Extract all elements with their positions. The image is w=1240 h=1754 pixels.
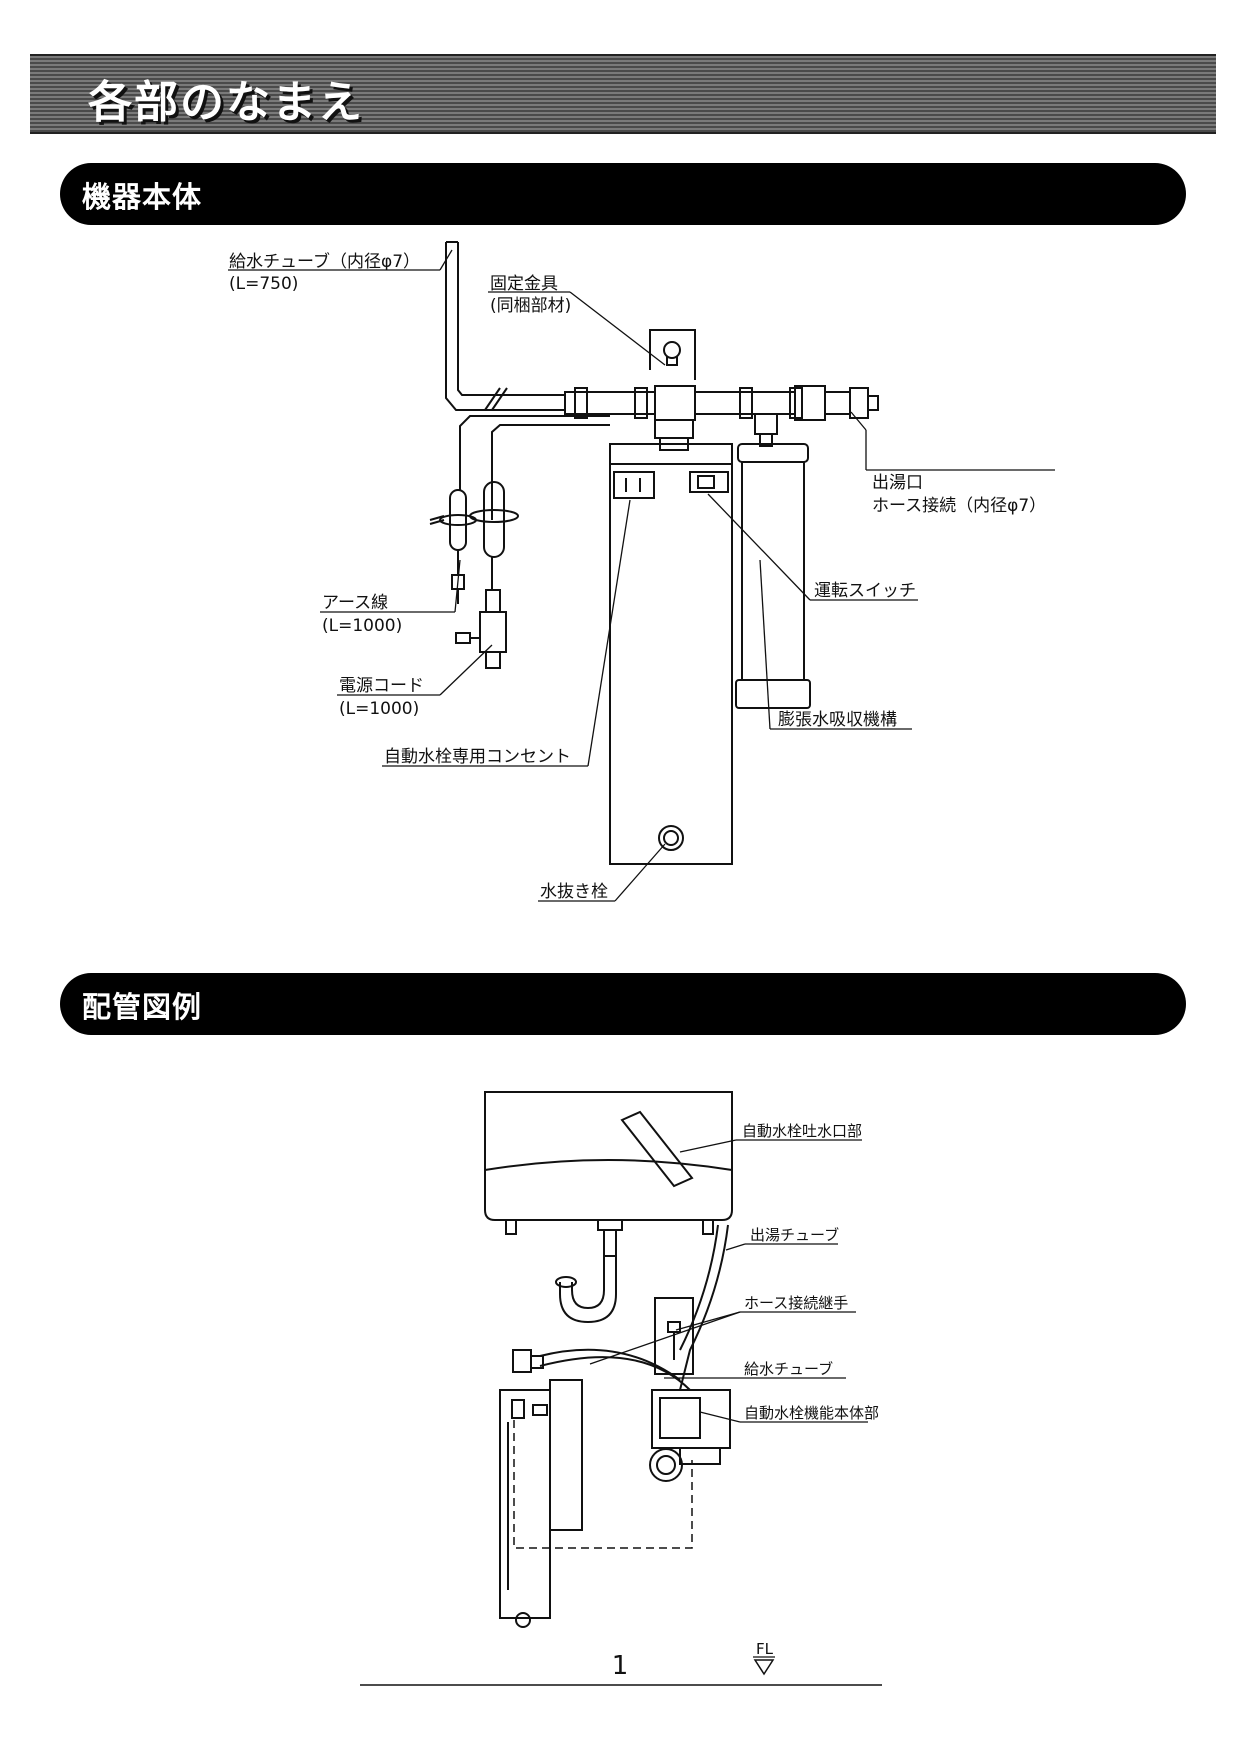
label-faucet-body: 自動水栓機能本体部: [744, 1404, 879, 1422]
label-outlet: 出湯口: [872, 473, 923, 493]
section-title-device: 機器本体: [82, 180, 203, 214]
label-expansion: 膨張水吸収機構: [778, 710, 897, 730]
label-floor: FL: [756, 1640, 774, 1658]
label-drain-plug: 水抜き栓: [540, 882, 608, 902]
label-supply-tube-length: (L=750): [229, 274, 298, 294]
label-supply-tube-2: 給水チューブ: [744, 1360, 833, 1378]
label-supply-tube: 給水チューブ（内径φ7）: [229, 251, 420, 272]
label-outlet-note: ホース接続（内径φ7）: [872, 496, 1046, 516]
section-title-piping: 配管図例: [82, 990, 203, 1024]
label-hose-joint: ホース接続継手: [744, 1294, 848, 1312]
page-title-bar: 各部のなまえ: [30, 54, 1216, 134]
label-spout: 自動水栓吐水口部: [742, 1122, 862, 1140]
label-outlet-socket: 自動水栓専用コンセント: [384, 747, 571, 767]
page-title: 各部のなまえ: [88, 77, 364, 128]
device-body-diagram: 給水チューブ（内径φ7） (L=750) 固定金具 (同梱部材) 出湯口 ホース…: [228, 241, 1055, 902]
label-switch: 運転スイッチ: [814, 581, 916, 601]
label-power-cord: 電源コード: [339, 676, 424, 696]
label-hot-tube: 出湯チューブ: [750, 1226, 839, 1244]
page-number: 1: [611, 1651, 629, 1681]
section-header-device: 機器本体: [60, 163, 1186, 225]
label-ground-wire: アース線: [322, 593, 388, 613]
label-bracket-note: (同梱部材): [490, 296, 571, 316]
piping-example-diagram: FL 自動水栓吐水口部 出湯チューブ ホース接続継手 給水チューブ 自動水栓機能…: [360, 1091, 882, 1686]
label-bracket: 固定金具: [490, 274, 558, 294]
label-power-cord-length: (L=1000): [339, 699, 419, 719]
label-ground-wire-length: (L=1000): [322, 616, 402, 636]
section-header-piping: 配管図例: [60, 973, 1186, 1035]
